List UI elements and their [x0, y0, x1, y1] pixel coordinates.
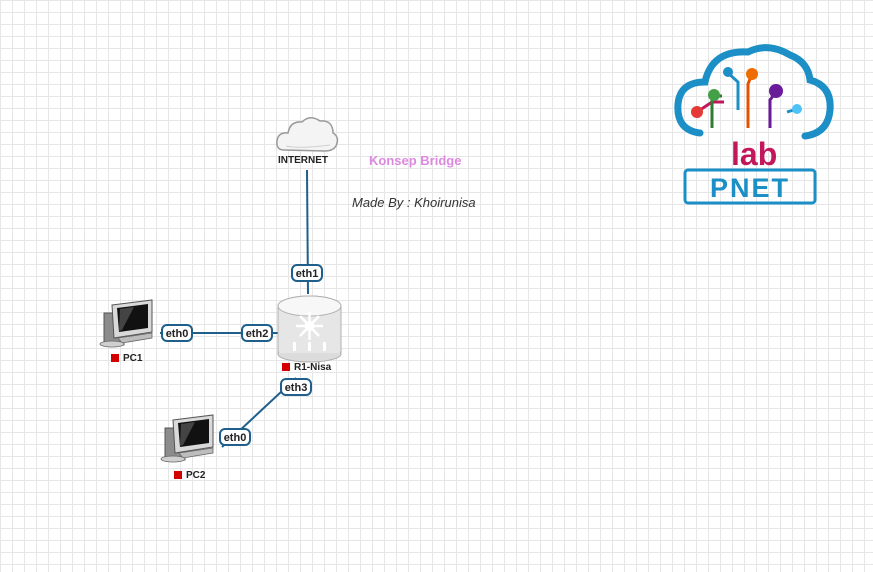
pnet-lab-logo: lab PNET [674, 44, 834, 205]
iface-pc1-eth0-label: eth0 [166, 328, 189, 340]
iface-pc1-eth0-badge[interactable]: eth0 [161, 324, 193, 342]
pc2-status-indicator [174, 471, 182, 479]
pc2-name: PC2 [186, 470, 206, 481]
internet-cloud-icon[interactable] [276, 117, 339, 152]
iface-pc2-eth0-badge[interactable]: eth0 [219, 428, 251, 446]
logo-lab-text: lab [731, 136, 777, 172]
author-credit: Made By : Khoirunisa [352, 195, 476, 210]
iface-eth2-badge[interactable]: eth2 [241, 324, 273, 342]
iface-pc2-eth0-label: eth0 [224, 432, 247, 444]
iface-eth2-label: eth2 [246, 328, 269, 340]
pc1-computer-icon[interactable] [99, 299, 153, 348]
logo-pnet-text: PNET [710, 173, 790, 203]
internet-label: INTERNET [278, 155, 328, 166]
pc1-label: PC1 [111, 353, 142, 364]
iface-eth3-badge[interactable]: eth3 [280, 378, 312, 396]
router-icon[interactable] [277, 295, 342, 363]
iface-eth3-label: eth3 [285, 382, 308, 394]
pc2-computer-icon[interactable] [160, 414, 214, 463]
router-name: R1-Nisa [294, 362, 332, 373]
pc2-label: PC2 [174, 470, 205, 481]
iface-eth1-badge[interactable]: eth1 [291, 264, 323, 282]
iface-eth1-label: eth1 [296, 268, 319, 280]
diagram-title: Konsep Bridge [369, 153, 462, 168]
pc1-status-indicator [111, 354, 119, 362]
router-label: R1-Nisa [282, 362, 331, 373]
pc1-name: PC1 [123, 353, 143, 364]
router-status-indicator [282, 363, 290, 371]
